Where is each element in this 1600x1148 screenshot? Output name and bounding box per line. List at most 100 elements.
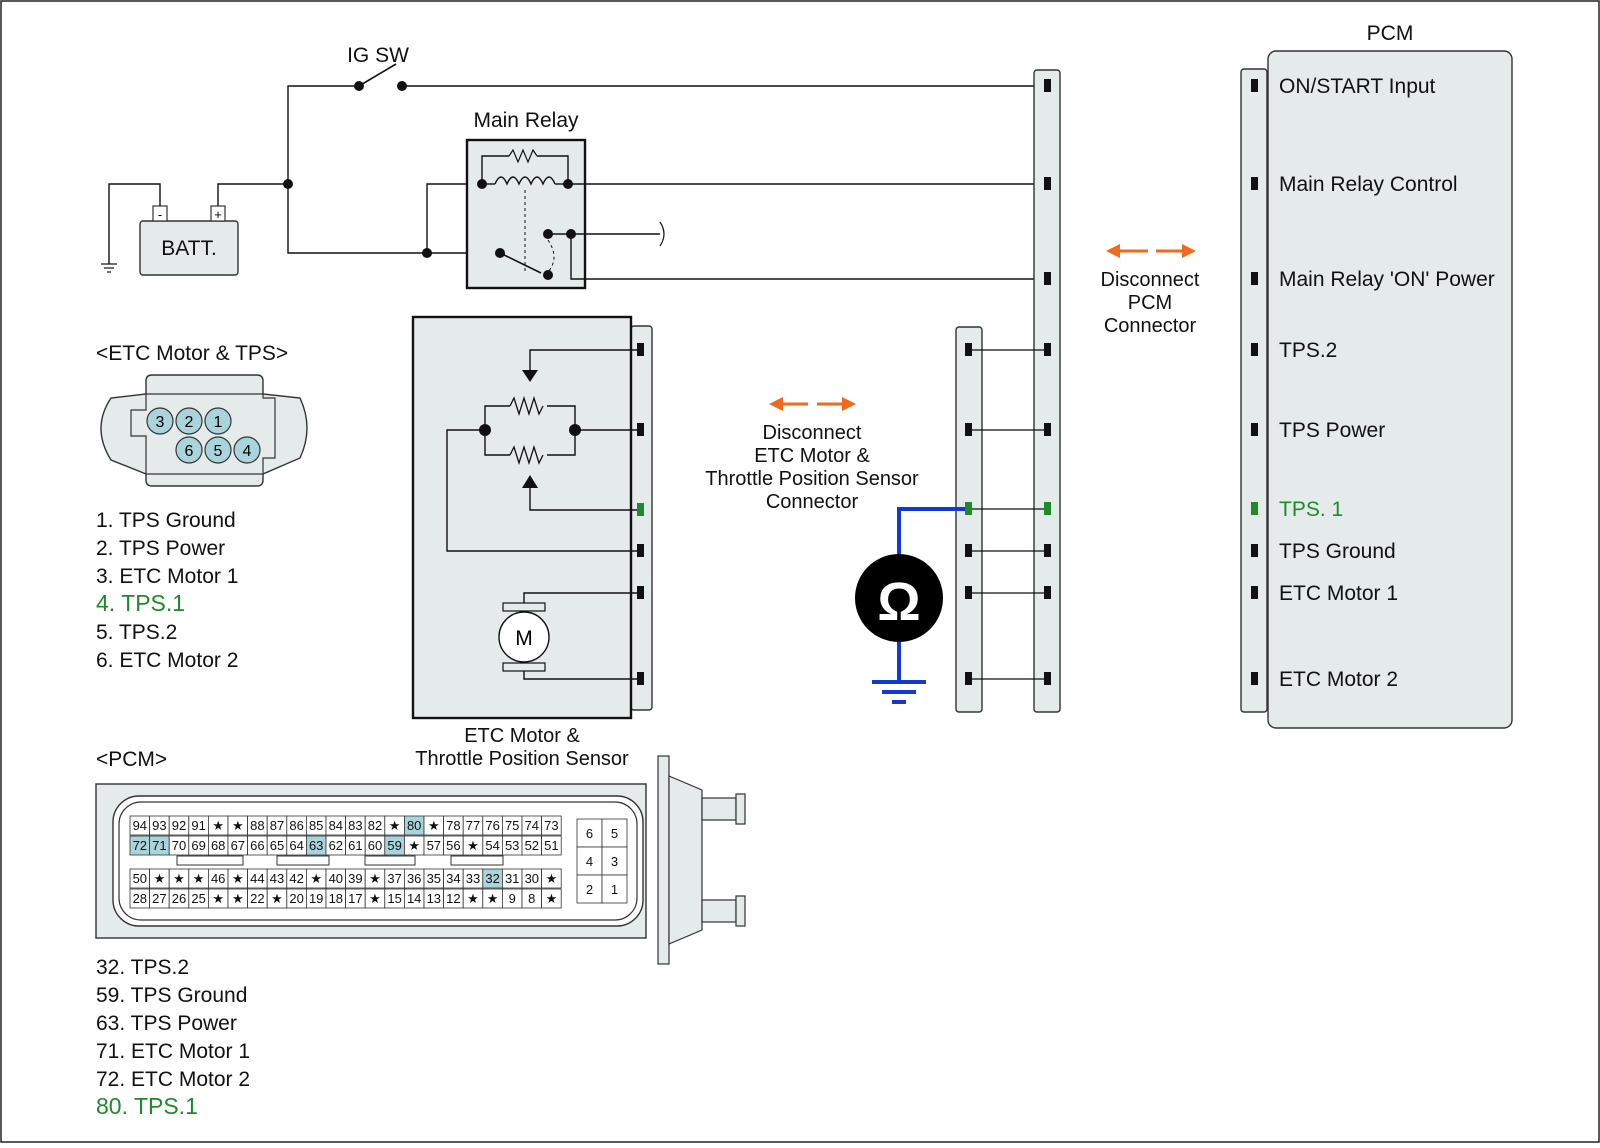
pcm-pin-number: 78 [446,818,460,833]
pcm-pin-number: ★ [428,818,440,833]
pcm-power-pin-number: 3 [611,854,618,869]
pcm-pin-number: 67 [231,838,245,853]
pcm-pin-number: 73 [544,818,558,833]
etc-pin [175,407,203,435]
etc-pin-number: 6 [185,443,194,460]
pcm-pin-number: 26 [172,891,186,906]
pcm-power-pin-cell [576,846,603,876]
disconnect-etc-line3: Throttle Position Sensor [705,468,919,490]
disconnect-etc-line4: Connector [766,491,859,513]
pcm-pin-number: 74 [525,818,539,833]
pcm-pin-number: 25 [191,891,205,906]
pcm-pin-number: 72 [133,838,147,853]
pcm-pin-number: 36 [407,871,421,886]
pcm-pin-number: 40 [329,871,343,886]
pcm-pin-number: 80 [407,818,421,833]
pcm-pin-number: 71 [152,838,166,853]
pcm-pin-number: 19 [309,891,323,906]
pcm-pin-number: 17 [348,891,362,906]
etc-sensor-connector [630,325,653,711]
pcm-pin-number: ★ [546,891,558,906]
pcm-pin-number: 52 [525,838,539,853]
pcm-pin-number: ★ [271,891,283,906]
pcm-pin-number: 20 [289,891,303,906]
legend-item: 80. TPS.1 [96,1093,198,1119]
pcm-pin-number: 94 [133,818,147,833]
legend-item: 2. TPS Power [96,537,225,560]
etc-pin [233,436,261,464]
pcm-terminal-pin [1251,343,1258,356]
pcm-pin-number: 9 [509,891,516,906]
etc-harness-connector [955,326,983,713]
pcm-pin-number: 92 [172,818,186,833]
pcm-power-pin-cell [601,846,628,876]
pcm-power-pin-number: 6 [586,826,593,841]
pcm-power-pin-number: 4 [586,854,593,869]
pcm-pin-cell [541,888,562,909]
legend-item: 72. ETC Motor 2 [96,1068,250,1091]
pcm-pin-number: 31 [505,871,519,886]
pcm-power-pin-number: 2 [586,882,593,897]
legend-item: 5. TPS.2 [96,621,177,644]
pcm-pin-number: 61 [348,838,362,853]
pcm-terminal-pin [1251,502,1258,515]
pcm-pin-number: ★ [232,871,244,886]
pcm-pin-number: ★ [546,871,558,886]
disconnect-etc-line2: ETC Motor & [754,445,870,467]
pcm-terminal-label: TPS. 1 [1279,498,1343,521]
pcm-terminal-pin [1251,79,1258,92]
etc-pin [204,436,232,464]
disconnect-pcm-line1: Disconnect [1101,269,1200,291]
pcm-pin-number: 84 [329,818,343,833]
pcm-pin-number: 63 [309,838,323,853]
ig-sw-label: IG SW [347,44,409,67]
pcm-terminal-label: TPS Power [1279,419,1385,442]
pcm-pin-number: ★ [487,891,499,906]
pcm-harness-connector [1033,69,1061,713]
motor-label: M [515,627,533,650]
ohm-symbol: Ω [877,572,920,632]
pcm-power-pin-number: 5 [611,826,618,841]
pcm-pin-number: 14 [407,891,421,906]
pcm-terminal-label: Main Relay 'ON' Power [1279,268,1495,291]
pcm-pin-number: ★ [467,838,479,853]
pcm-terminal-label: ON/START Input [1279,75,1436,98]
pcm-terminal-pin [1251,272,1258,285]
pcm-title: PCM [1367,22,1414,45]
harness-pin [1044,672,1051,685]
pcm-pin-number: 12 [446,891,460,906]
pcm-pin-cell [541,868,562,889]
pcm-terminal-pin [1251,177,1258,190]
etc-motor-icon [498,611,550,663]
etc-pin-number: 4 [243,443,252,460]
pcm-pin-number: 37 [387,871,401,886]
legend-item: 71. ETC Motor 1 [96,1040,250,1063]
pcm-pin-number: ★ [467,891,479,906]
etc-harness-pin [965,343,972,356]
pcm-pin-number: 69 [191,838,205,853]
pcm-pin-cell [541,835,562,856]
pcm-pin-number: 65 [270,838,284,853]
pcm-pin-number: 27 [152,891,166,906]
legend-item: 32. TPS.2 [96,956,189,979]
etc-harness-pin [965,672,972,685]
pcm-terminal-pin [1251,544,1258,557]
battery-ground-icon [101,263,117,273]
battery-label: BATT. [161,237,217,260]
pcm-pin-number: 30 [525,871,539,886]
harness-pin-rows [965,79,1051,685]
pcm-pin-number: 35 [427,871,441,886]
pcm-terminal-label: ETC Motor 2 [1279,668,1398,691]
pcm-pin-number: 82 [368,818,382,833]
pcm-pin-number: 53 [505,838,519,853]
legend-item: 1. TPS Ground [96,509,236,532]
pcm-pin-number: 62 [329,838,343,853]
pcm-pin-number: 57 [427,838,441,853]
etc-sensor-pins [637,343,644,685]
pcm-power-pin-cell [601,874,628,904]
etc-harness-pin [965,502,972,515]
